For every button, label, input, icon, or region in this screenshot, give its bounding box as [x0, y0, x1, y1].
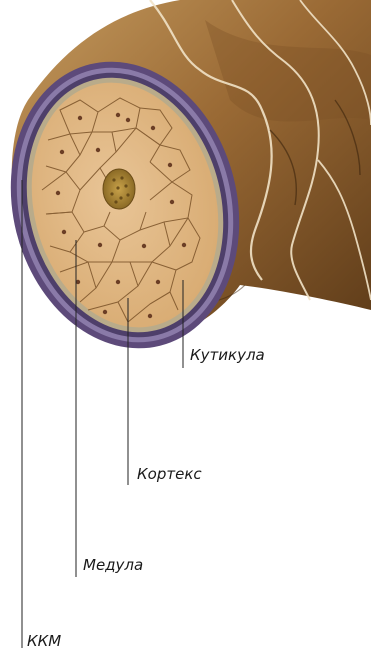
label-medulla: Медула — [83, 556, 143, 574]
label-cuticle: Кутикула — [190, 346, 265, 364]
label-kkm: ККМ — [27, 632, 61, 650]
label-cortex: Кортекс — [137, 465, 202, 483]
